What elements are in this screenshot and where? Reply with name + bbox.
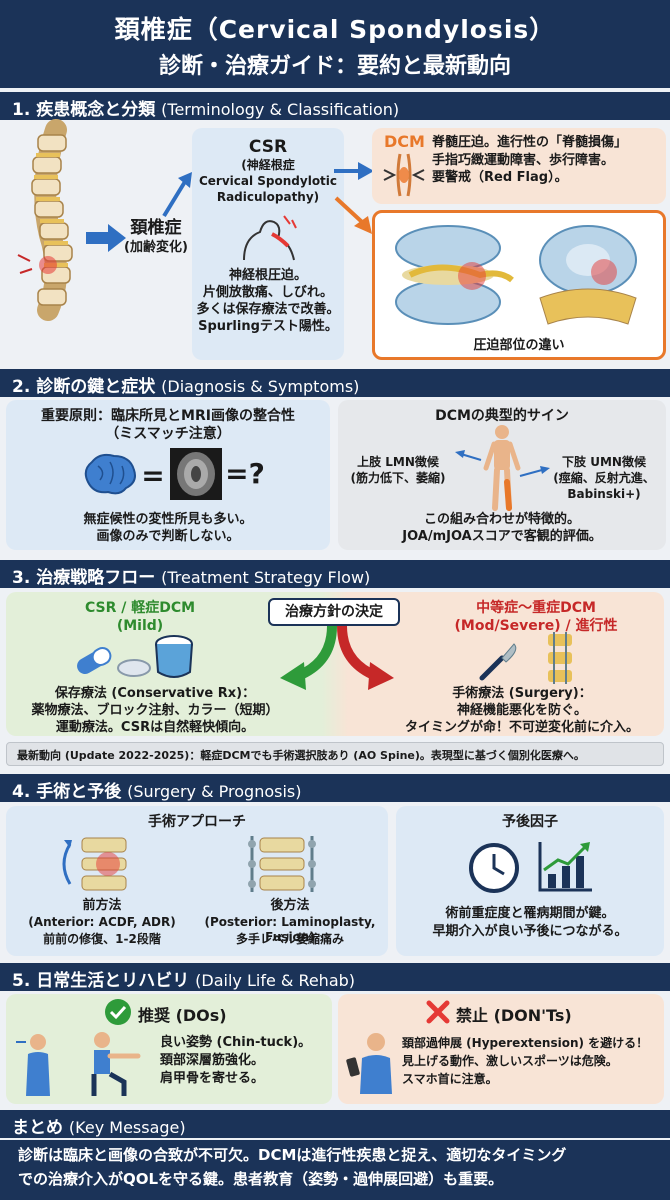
- arrow-right-icon: [86, 224, 126, 252]
- severe-label1: 中等症〜重症DCM: [476, 600, 596, 616]
- clock-icon: [469, 843, 519, 893]
- spondylosis-sub: (加齢変化): [124, 240, 188, 255]
- csr-desc2: 片側放散痛、しびれ。: [202, 285, 334, 300]
- pills-icon: [77, 647, 151, 677]
- scalpel-icon: [479, 643, 517, 681]
- summary-line2: での治療介入がQOLを守る鍵。患者教育（姿勢・過伸展回避）も重要。: [18, 1170, 504, 1188]
- csr-desc4: Spurlingテスト陽性。: [198, 319, 338, 334]
- spine-illustration: [17, 119, 73, 321]
- anterior-approach-illustration: [62, 837, 127, 891]
- donts-list: 頚部過伸展 (Hyperextension) を避ける！ 見上げる動作、激しいス…: [402, 1036, 649, 1086]
- compression-caption: 圧迫部位の違い: [473, 338, 565, 353]
- prognosis-panel: [396, 806, 664, 956]
- dos-list: 良い姿勢 (Chin-tuck)。 頚部深層筋強化。 肩甲骨を寄せる。: [160, 1035, 312, 1087]
- principle-text1: 重要原則：臨床所見とMRI画像の整合性: [41, 408, 295, 424]
- brain-icon: [84, 453, 136, 495]
- vertebra-disc-illustration-1: [395, 225, 514, 325]
- section1-header: 1. 疾患概念と分類 (Terminology & Classification…: [0, 92, 670, 120]
- section4-header: 4. 手術と予後 (Surgery & Prognosis): [0, 774, 670, 802]
- summary-header: まとめ (Key Message): [0, 1110, 670, 1138]
- csr-desc1: 神経根圧迫。: [228, 268, 307, 283]
- section5-header: 5. 日常生活とリハビリ (Daily Life & Rehab): [0, 963, 670, 991]
- prognosis-title: 予後因子: [502, 814, 558, 830]
- summary-panel: [0, 1140, 670, 1200]
- spondylosis-label: 頚椎症: [130, 218, 182, 238]
- anterior-2: (Anterior: ACDF, ADR): [28, 915, 176, 929]
- section3-header: 3. 治療戦略フロー (Treatment Strategy Flow): [0, 560, 670, 588]
- fork-arrows-icon: [280, 625, 394, 690]
- posterior-2: (Posterior: Laminoplasty, Fusion): [204, 915, 376, 944]
- arrow-left-icon: [455, 450, 482, 461]
- mild-label2: (Mild): [116, 618, 164, 634]
- chin-tuck-figure-icon: [16, 1034, 50, 1096]
- lmn-sign1: 上肢 LMN徴候: [357, 455, 439, 469]
- dcm-panel: [372, 128, 666, 204]
- umn-sign2: (痙縮、反射亢進、: [553, 471, 655, 485]
- anterior-1: 前方法: [82, 898, 122, 913]
- arrow-to-dcm-icon: [334, 162, 374, 180]
- dcm-label: DCM: [384, 132, 425, 151]
- csr-panel: [192, 128, 344, 360]
- dcm-combo2: JOA/mJOAスコアで客観的評価。: [402, 529, 602, 544]
- title-banner: 頚椎症（Cervical Spondylosis） 診断・治療ガイド：要約と最新…: [0, 0, 670, 88]
- csr-desc3: 多くは保存療法で改善。: [196, 302, 340, 317]
- donts-panel: [338, 994, 664, 1104]
- dos-panel: [6, 994, 332, 1104]
- human-body-icon: [483, 425, 521, 511]
- surgery-2: 神経機能悪化を防ぐ。: [456, 703, 587, 718]
- posterior-1: 後方法: [270, 898, 310, 913]
- arrow-right-small-icon: [519, 466, 550, 477]
- prognosis-1: 術前重症度と罹病期間が鍵。: [445, 906, 615, 921]
- prognosis-2: 早期介入が良い予後につながる。: [432, 924, 628, 939]
- dos-title: 推奨 (DOs): [138, 1006, 227, 1025]
- neck-pain-icon: [243, 215, 297, 261]
- main-subtitle: 診断・治療ガイド：要約と最新動向: [158, 54, 511, 79]
- lmn-sign2: (筋力低下、萎縮): [350, 471, 446, 485]
- cross-icon: [426, 1000, 450, 1024]
- decision-box: 治療方針の決定: [268, 598, 400, 626]
- neck-collar-icon: [155, 635, 193, 678]
- phone-user-icon: [346, 1033, 392, 1094]
- surgery-1: 手術療法 (Surgery)：: [452, 686, 592, 701]
- conservative-3: 運動療法。CSRは自然軽快傾向。: [55, 720, 255, 735]
- update-note: 最新動向 (Update 2022-2025)：軽症DCMでも手術選択肢あり (…: [6, 742, 664, 766]
- csr-sub3: Radiculopathy): [216, 190, 320, 204]
- surgery-3: タイミングが命！不可逆変化前に介入。: [404, 720, 639, 735]
- summary-line1: 診断は臨床と画像の合致が不可欠。DCMは進行性疾患と捉え、適切なタイミング: [18, 1146, 567, 1164]
- csr-sub2: Cervical Spondylotic: [198, 174, 338, 188]
- posterior-approach-illustration: [248, 836, 316, 892]
- mismatch-note2: 画像のみで判断しない。: [96, 529, 240, 544]
- mismatch-note1: 無症候性の変性所見も多い。: [83, 512, 253, 527]
- umn-sign3: Babinski+): [567, 487, 641, 501]
- question-equal: =?: [225, 457, 265, 490]
- section2-header: 2. 診断の鍵と症状 (Diagnosis & Symptoms): [0, 369, 670, 397]
- spinal-compression-icon: [383, 153, 425, 197]
- conservative-2: 薬物療法、ブロック注射、カラー（短期）: [31, 703, 279, 718]
- arrow-up-right-icon: [162, 172, 192, 218]
- conservative-1: 保存療法 (Conservative Rx)：: [54, 686, 256, 701]
- csr-sub1: (神経根症: [241, 158, 295, 172]
- csr-title: CSR: [248, 137, 288, 157]
- dcm-signs-title: DCMの典型的サイン: [435, 408, 569, 424]
- spine-implant-icon: [548, 632, 572, 684]
- chart-up-icon: [538, 842, 592, 892]
- check-circle-icon: [105, 999, 131, 1025]
- main-title: 頚椎症（Cervical Spondylosis）: [114, 15, 556, 44]
- vertebra-disc-illustration-2: [539, 225, 637, 325]
- anterior-3: 前前の修復、1-2段階: [43, 932, 161, 946]
- mri-scan-icon: [170, 448, 222, 500]
- severe-label2: (Mod/Severe) / 進行性: [454, 618, 618, 634]
- mismatch-panel: [6, 400, 330, 550]
- equal-sign: =: [141, 459, 165, 492]
- principle-text2: （ミスマッチ注意）: [105, 426, 231, 442]
- mild-label1: CSR / 軽症DCM: [84, 600, 196, 616]
- umn-sign1: 下肢 UMN徴候: [562, 455, 646, 469]
- exercise-figure-icon: [91, 1032, 141, 1096]
- dcm-combo1: この組み合わせが特徴的。: [423, 512, 580, 527]
- approach-title: 手術アプローチ: [148, 814, 246, 830]
- arrow-to-images-icon: [334, 196, 372, 234]
- posterior-3: 多手レベル萎縮痛み: [235, 932, 344, 946]
- dcm-desc: 脊髄圧迫。進行性の「脊髄損傷」 手指巧緻運動障害、歩行障害。 要警戒（Red F…: [432, 135, 628, 186]
- donts-title: 禁止 (DON'Ts): [456, 1006, 572, 1025]
